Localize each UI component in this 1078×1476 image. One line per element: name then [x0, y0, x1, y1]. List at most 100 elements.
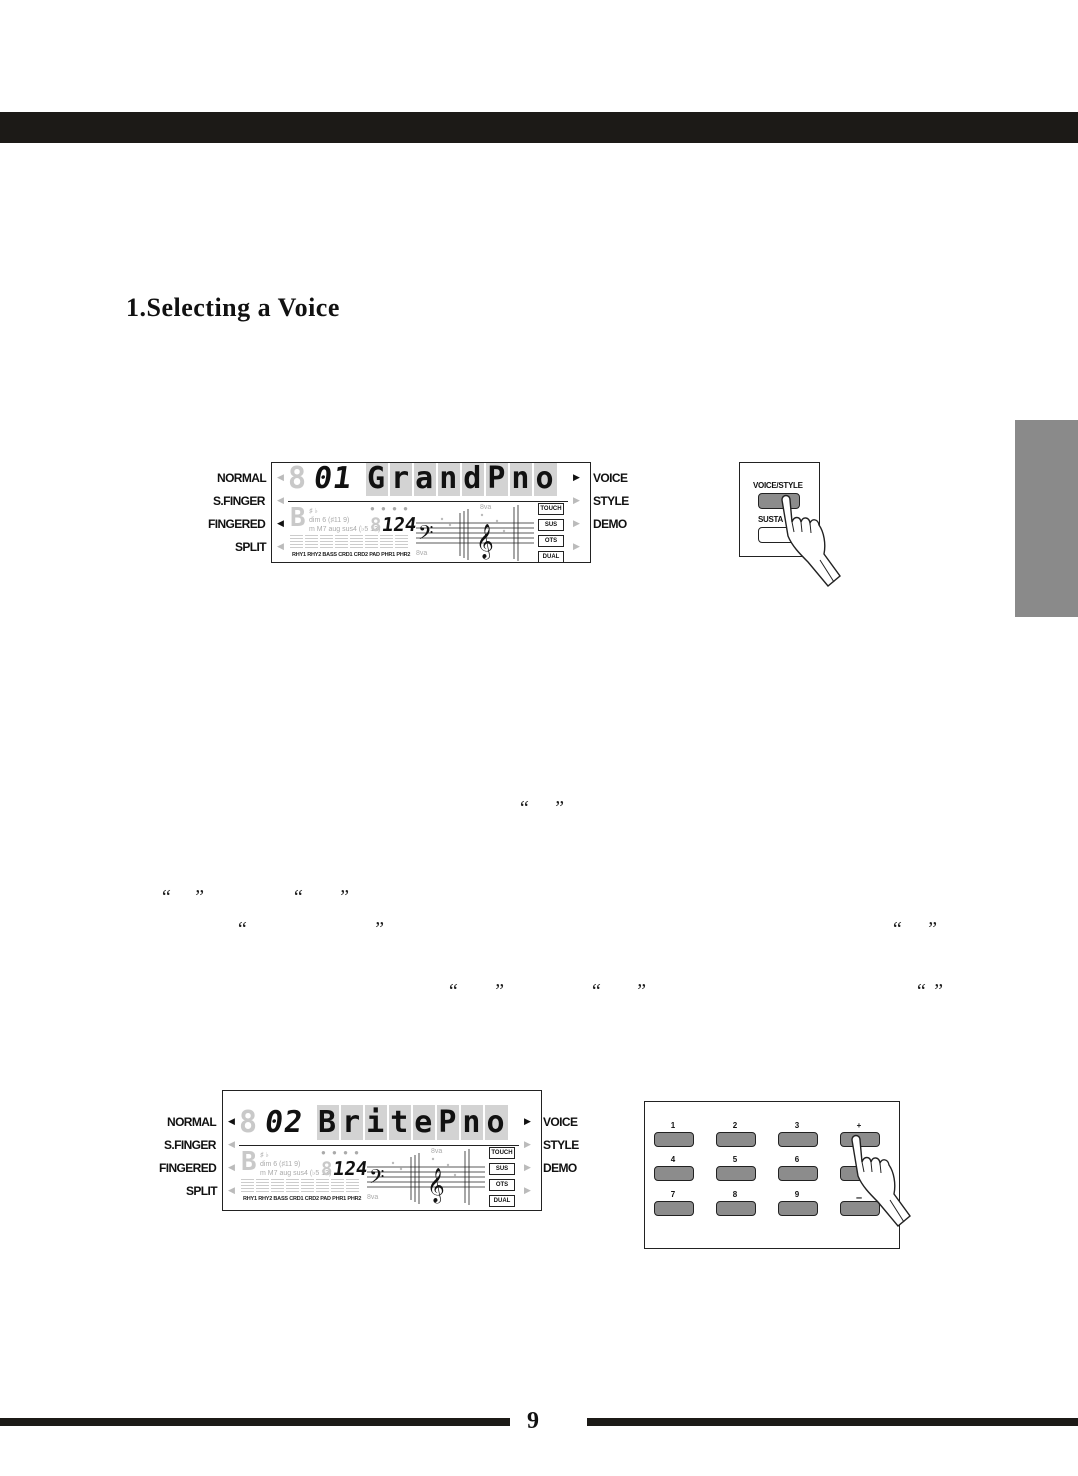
section-title: 1.Selecting a Voice — [126, 293, 340, 322]
ghost-digit: 8 — [239, 1105, 258, 1140]
status-ots: OTS — [489, 1179, 515, 1191]
bass-clef-icon: 𝄢 — [418, 522, 433, 549]
quote-open: “ — [590, 980, 602, 1002]
arrow-right-icon: ▶ — [573, 495, 580, 505]
music-staff: 𝄢 𝄞 8va 8va — [416, 504, 534, 561]
key-label-minus: – — [855, 1192, 863, 1204]
quote-close: ” — [338, 886, 350, 908]
quote-close: ” — [193, 886, 205, 908]
arrow-left-icon: ◀ — [228, 1162, 235, 1172]
label-voice: VOICE — [593, 471, 628, 485]
key-7[interactable] — [654, 1201, 694, 1216]
key-2[interactable] — [716, 1132, 756, 1147]
label-demo: DEMO — [543, 1161, 577, 1175]
key-label-2: 2 — [732, 1121, 738, 1130]
quote-open: “ — [292, 886, 304, 908]
divider — [239, 1145, 519, 1146]
key-minus[interactable] — [840, 1201, 880, 1216]
key-4[interactable] — [654, 1166, 694, 1181]
header-bar — [0, 112, 1078, 143]
octave-down-label: 8va — [416, 550, 427, 557]
track-meters — [241, 1179, 361, 1198]
label-style: STYLE — [543, 1138, 579, 1152]
tempo-ghost: 8 — [370, 514, 382, 536]
track-labels: RHY1 RHY2 BASS CRD1 CRD2 PAD PHR1 PHR2 — [292, 552, 411, 558]
divider — [288, 501, 568, 502]
arrow-left-icon: ◀ — [277, 541, 284, 551]
status-touch: TOUCH — [489, 1147, 515, 1159]
key-3[interactable] — [778, 1132, 818, 1147]
treble-clef-icon: 𝄞 — [427, 1168, 445, 1204]
status-ots: OTS — [538, 535, 564, 547]
status-sus: SUS — [538, 519, 564, 531]
label-normal: NORMAL — [167, 1115, 217, 1129]
key-label-plus: + — [856, 1121, 862, 1130]
arrow-left-icon: ◀ — [277, 472, 284, 482]
quote-open: “ — [518, 797, 530, 819]
arrow-left-active-icon: ◀ — [277, 518, 284, 528]
chord-symbols: ♯ ♭ dim 6 (♯11 9) m M7 aug sus4 (♭5 13) — [309, 508, 381, 533]
beat-dots: ● ● ● ● — [321, 1148, 361, 1157]
footer-bar-left — [0, 1418, 510, 1426]
label-s-finger: S.FINGER — [213, 494, 265, 508]
label-demo: DEMO — [593, 517, 627, 531]
tempo-ghost: 8 — [321, 1158, 333, 1180]
label-normal: NORMAL — [217, 471, 267, 485]
voice-number: 02 — [262, 1105, 306, 1140]
key-label-7: 7 — [670, 1190, 676, 1199]
arrow-right-icon: ▶ — [573, 518, 580, 528]
sustain-label: SUSTA — [758, 515, 784, 524]
footer-bar-right — [587, 1418, 1078, 1426]
beat-dots: ● ● ● ● — [370, 504, 410, 513]
quote-open: “ — [160, 886, 172, 908]
quote-open: “ — [447, 980, 459, 1002]
label-style: STYLE — [593, 494, 629, 508]
arrow-right-active-icon: ▶ — [573, 472, 580, 482]
quote-close: ” — [493, 980, 505, 1002]
arrow-right-icon: ▶ — [524, 1185, 531, 1195]
arrow-right-active-icon: ▶ — [524, 1116, 531, 1126]
key-8[interactable] — [716, 1201, 756, 1216]
status-dual: DUAL — [489, 1195, 515, 1207]
chord-symbols: ♯ ♭ dim 6 (♯11 9) m M7 aug sus4 (♭5 13) — [260, 1152, 332, 1177]
key-label-9: 9 — [794, 1190, 800, 1199]
label-fingered: FINGERED — [208, 517, 266, 531]
arrow-right-icon: ▶ — [524, 1139, 531, 1149]
arrow-left-active-icon: ◀ — [228, 1116, 235, 1126]
side-tab — [1015, 420, 1078, 617]
key-label-5: 5 — [732, 1155, 738, 1164]
label-split: SPLIT — [235, 540, 267, 554]
quote-close: ” — [932, 980, 944, 1002]
key-9[interactable] — [778, 1201, 818, 1216]
quote-close: ” — [553, 797, 565, 819]
octave-up-label: 8va — [480, 504, 491, 511]
voice-style-label: VOICE/STYLE — [753, 481, 803, 490]
key-6[interactable] — [778, 1166, 818, 1181]
key-label-3: 3 — [794, 1121, 800, 1130]
treble-clef-icon: 𝄞 — [476, 524, 494, 560]
ghost-digit: 8 — [288, 462, 307, 496]
arrow-left-icon: ◀ — [277, 495, 284, 505]
label-fingered: FINGERED — [159, 1161, 217, 1175]
status-touch: TOUCH — [538, 503, 564, 515]
key-label-8: 8 — [732, 1190, 738, 1199]
key-5[interactable] — [716, 1166, 756, 1181]
quote-close: ” — [635, 980, 647, 1002]
status-indicators: TOUCH SUS OTS DUAL — [489, 1147, 515, 1210]
key-1[interactable] — [654, 1132, 694, 1147]
status-indicators: TOUCH SUS OTS DUAL — [538, 503, 564, 562]
track-labels: RHY1 RHY2 BASS CRD1 CRD2 PAD PHR1 PHR2 — [243, 1196, 362, 1202]
arrow-left-icon: ◀ — [228, 1185, 235, 1195]
numeric-keypad: 1 2 3 + 4 5 6 0 7 8 9 – — [644, 1101, 900, 1249]
status-dual: DUAL — [538, 551, 564, 562]
chord-root: B — [241, 1147, 257, 1177]
label-s-finger: S.FINGER — [164, 1138, 216, 1152]
quote-close: ” — [373, 918, 385, 940]
key-label-1: 1 — [670, 1121, 676, 1130]
voice-number: 01 — [311, 462, 355, 496]
octave-up-label: 8va — [431, 1148, 442, 1155]
